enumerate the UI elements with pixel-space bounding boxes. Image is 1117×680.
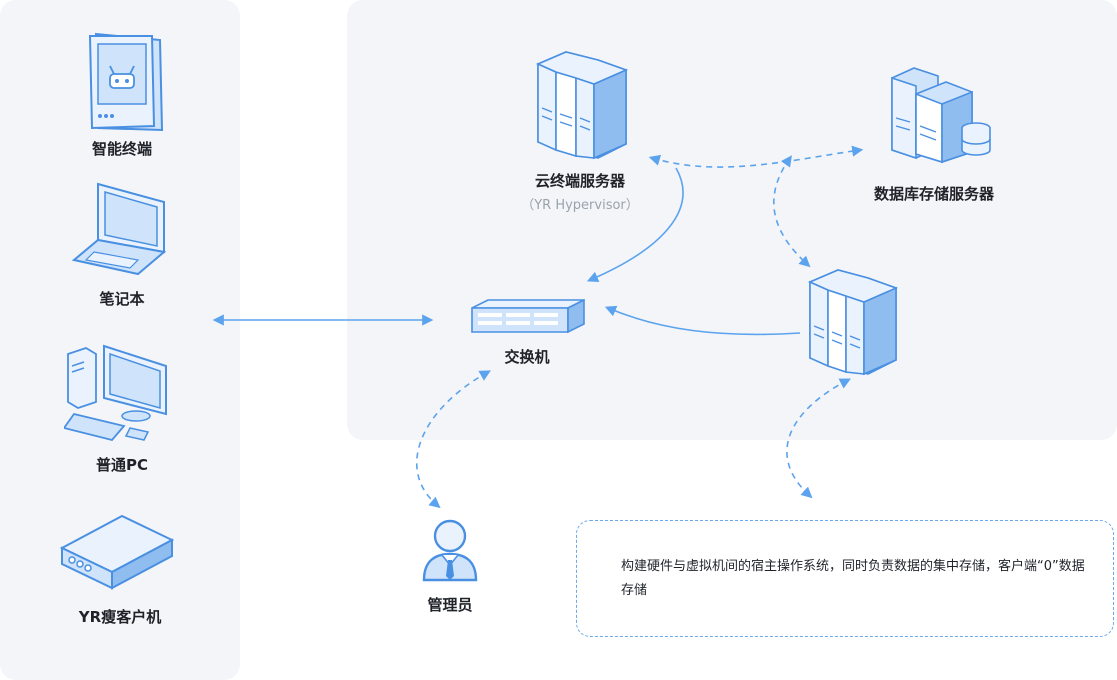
cloud-server-sublabel: （YR Hypervisor） <box>521 198 639 213</box>
database-rack-link <box>773 155 811 268</box>
cloud-switch-link <box>586 167 684 283</box>
storage-rack-icon <box>808 266 899 380</box>
smart-terminal-icon <box>86 32 166 136</box>
server-room-panel <box>347 0 1117 440</box>
switch-icon <box>470 298 586 338</box>
administrator-label: 管理员 <box>427 596 473 614</box>
desktop-pc-label: 普通PC <box>95 456 149 474</box>
description-text: 构建硬件与虚拟机间的宿主操作系统，同时负责数据的集中存储，客户端“0”数据存储 <box>621 559 1085 598</box>
switch-label: 交换机 <box>504 348 550 366</box>
rack-note-link <box>786 378 851 499</box>
laptop-icon <box>71 182 172 281</box>
laptop-label: 笔记本 <box>99 290 145 308</box>
switch-admin-link <box>415 370 491 509</box>
cloud-server-label: 云终端服务器 <box>534 172 626 190</box>
cloud-database-link <box>648 145 864 168</box>
administrator-icon <box>420 518 480 586</box>
desktop-pc-icon <box>62 344 174 448</box>
database-server-icon <box>890 64 994 168</box>
database-server-label: 数据库存储服务器 <box>873 185 995 203</box>
cloud-server-icon <box>536 48 629 164</box>
rack-switch-link <box>604 305 801 336</box>
thin-client-icon <box>59 512 175 596</box>
thin-client-label: YR瘦客户机 <box>78 608 162 626</box>
description-note: 构建硬件与虚拟机间的宿主操作系统，同时负责数据的集中存储，客户端“0”数据存储 <box>576 520 1114 637</box>
smart-terminal-label: 智能终端 <box>91 140 153 158</box>
